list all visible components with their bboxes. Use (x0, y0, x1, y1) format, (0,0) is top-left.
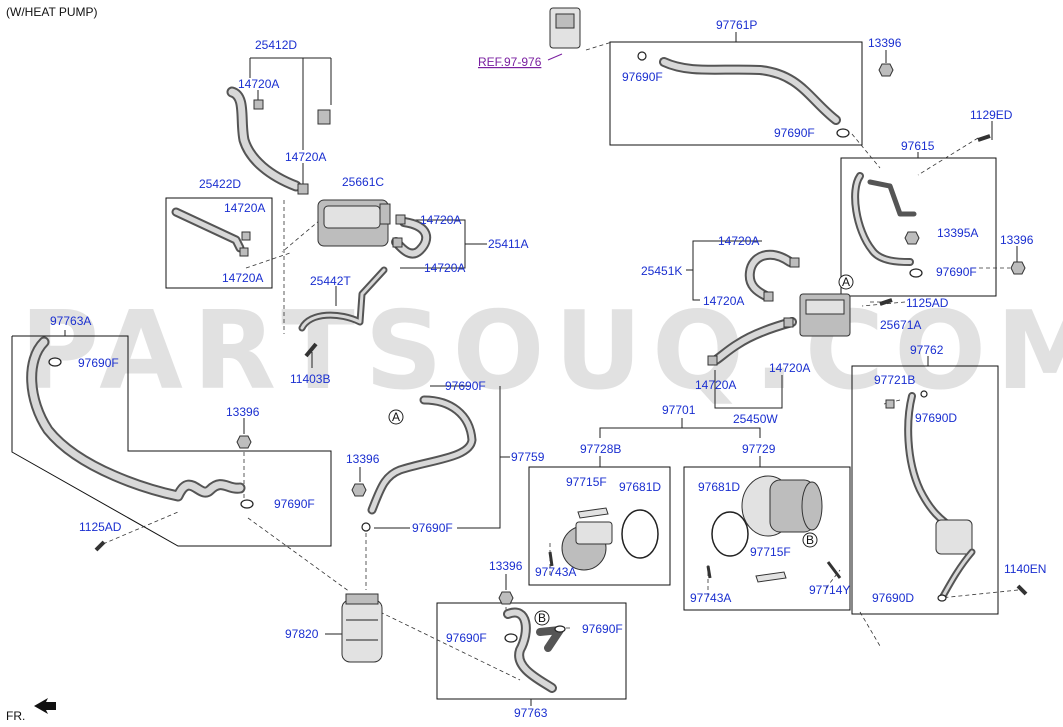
box-97763 (436, 602, 627, 700)
label-13396[interactable]: 13396 (346, 452, 380, 466)
diagram-title: (W/HEAT PUMP) (6, 5, 98, 19)
label-25450w[interactable]: 25450W (733, 412, 778, 426)
parts-97728b (548, 507, 659, 571)
svg-text:B: B (538, 611, 546, 625)
label-97690f[interactable]: 97690F (78, 356, 119, 370)
part-labels: 25412D 14720A 14720A 25422D 14720A 14720… (50, 18, 1046, 720)
label-25411a[interactable]: 25411A (488, 237, 528, 251)
compressor-97729 (706, 475, 842, 583)
label-97690f[interactable]: 97690F (936, 265, 977, 279)
label-97763a[interactable]: 97763A (50, 314, 91, 328)
dashed-lines (102, 41, 1019, 681)
label-13395a[interactable]: 13395A (937, 226, 978, 240)
svg-text:B: B (806, 533, 814, 547)
label-25412d[interactable]: 25412D (255, 38, 297, 52)
label-97743a[interactable]: 97743A (535, 565, 576, 579)
svg-text:A: A (392, 410, 400, 424)
label-97690f[interactable]: 97690F (446, 631, 487, 645)
label-97690f[interactable]: 97690F (774, 126, 815, 140)
label-97759[interactable]: 97759 (511, 450, 545, 464)
valve-ref-97-976 (549, 7, 581, 49)
label-97701[interactable]: 97701 (662, 403, 696, 417)
marker-a-1 (838, 274, 854, 290)
box-97761p (609, 41, 863, 146)
label-97690d[interactable]: 97690D (872, 591, 914, 605)
clip-25412d (317, 109, 331, 125)
label-25422d[interactable]: 25422D (199, 177, 241, 191)
label-97820[interactable]: 97820 (285, 627, 319, 641)
label-1125ad[interactable]: 1125AD (79, 520, 122, 534)
box-97762 (851, 365, 999, 615)
label-14720a[interactable]: 14720A (238, 77, 279, 91)
pipe-97615 (851, 172, 914, 266)
front-label: FR. (6, 709, 25, 723)
label-14720a[interactable]: 14720A (718, 234, 759, 248)
label-14720a[interactable]: 14720A (222, 271, 263, 285)
circle-markers: A A B B (388, 274, 854, 626)
marker-b-2 (534, 610, 550, 626)
label-14720a[interactable]: 14720A (424, 261, 465, 275)
label-97721b[interactable]: 97721B (874, 373, 915, 387)
label-13396[interactable]: 13396 (226, 405, 260, 419)
svg-text:A: A (842, 275, 850, 289)
box-97729 (683, 466, 851, 611)
label-97681d[interactable]: 97681D (619, 480, 661, 494)
label-13396[interactable]: 13396 (868, 36, 902, 50)
label-97714y[interactable]: 97714Y (809, 583, 850, 597)
parts-drawing (26, 7, 1028, 714)
label-97681d[interactable]: 97681D (698, 480, 740, 494)
label-1125ad[interactable]: 1125AD (906, 296, 949, 310)
label-25661c[interactable]: 25661C (342, 175, 384, 189)
label-97761p[interactable]: 97761P (716, 18, 757, 32)
receiver-drier (935, 519, 973, 555)
label-97729[interactable]: 97729 (742, 442, 776, 456)
label-25442t[interactable]: 25442T (310, 274, 351, 288)
label-97690d[interactable]: 97690D (915, 411, 957, 425)
clamp-14720a-1 (253, 99, 264, 110)
label-97715f[interactable]: 97715F (750, 545, 791, 559)
bolt-11403b (304, 342, 318, 358)
label-97728b[interactable]: 97728B (580, 442, 621, 456)
label-14720a[interactable]: 14720A (224, 201, 265, 215)
label-25671a[interactable]: 25671A (880, 318, 921, 332)
label-14720a[interactable]: 14720A (285, 150, 326, 164)
module-25671a (799, 293, 851, 337)
marker-b-1 (802, 532, 818, 548)
label-25451k[interactable]: 25451K (641, 264, 682, 278)
label-97615[interactable]: 97615 (901, 139, 935, 153)
label-97690f[interactable]: 97690F (412, 521, 453, 535)
chiller-25661c (317, 199, 391, 247)
label-97690f[interactable]: 97690F (622, 70, 663, 84)
front-arrow-icon (34, 698, 56, 714)
box-97763a (11, 335, 332, 547)
label-14720a[interactable]: 14720A (703, 294, 744, 308)
label-97690f[interactable]: 97690F (582, 622, 623, 636)
label-13396[interactable]: 13396 (489, 559, 523, 573)
clamp-14720a-2 (297, 183, 309, 195)
label-14720a[interactable]: 14720A (420, 213, 461, 227)
ref-link[interactable]: REF.97-976 (478, 55, 542, 69)
label-97690f[interactable]: 97690F (445, 379, 486, 393)
watermark: PARTSOUQ.COM (20, 289, 1063, 414)
label-13396[interactable]: 13396 (1000, 233, 1034, 247)
label-11403b[interactable]: 11403B (290, 372, 330, 386)
label-97762[interactable]: 97762 (910, 343, 944, 357)
box-25422d (165, 197, 273, 289)
label-14720a[interactable]: 14720A (769, 361, 810, 375)
accumulator-97820 (341, 593, 383, 663)
marker-a-2 (388, 409, 404, 425)
label-1129ed[interactable]: 1129ED (970, 108, 1013, 122)
label-97690f[interactable]: 97690F (274, 497, 315, 511)
label-14720a[interactable]: 14720A (695, 378, 736, 392)
label-1140en[interactable]: 1140EN (1004, 562, 1046, 576)
label-97763[interactable]: 97763 (514, 706, 548, 720)
leader-lines (64, 32, 1018, 706)
label-97715f[interactable]: 97715F (566, 475, 607, 489)
label-97743a[interactable]: 97743A (690, 591, 731, 605)
